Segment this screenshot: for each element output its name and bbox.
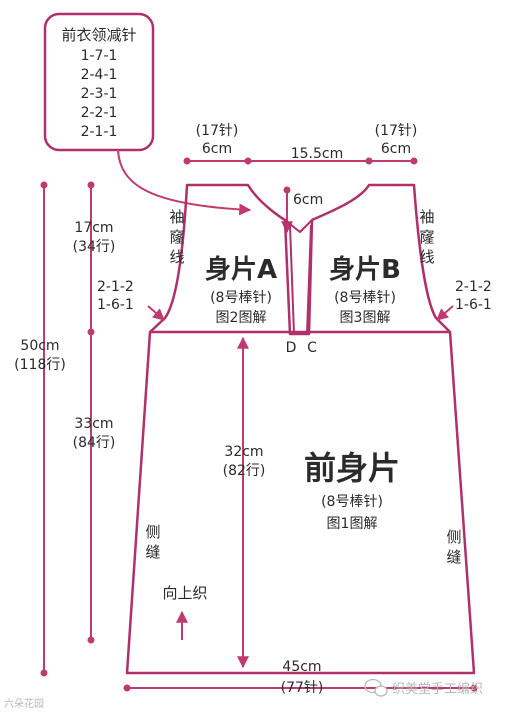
point-d-label: D — [286, 340, 297, 356]
piece-a-needle: (8号棒针) — [210, 290, 272, 306]
neck-decrease-title: 前衣领减针 — [61, 26, 136, 44]
armhole-line-label-left: 袖 — [169, 208, 184, 226]
top-center-width: 15.5cm — [291, 146, 344, 162]
piece-a-title: 身片A — [205, 254, 277, 285]
watermark-left: 六朵花园 — [4, 697, 44, 710]
placket-line — [289, 224, 295, 335]
top-left-width: 6cm — [202, 141, 232, 157]
dimension-dot — [87, 328, 95, 336]
bottom-width-label: 45cm — [282, 659, 321, 675]
neck-decrease-row: 2-1-1 — [81, 124, 118, 140]
total-rows-label: (118行) — [14, 357, 66, 373]
front-body-title: 前身片 — [304, 449, 400, 487]
piece-a-ref: 图2图解 — [216, 310, 267, 326]
armhole-pointer-left — [147, 305, 165, 321]
armhole-decrease-left: 1-6-1 — [97, 297, 134, 313]
dimension-dot — [183, 157, 191, 165]
body-length-label: 33cm — [74, 416, 113, 432]
side-seam-label-left: 侧 — [145, 523, 160, 541]
neck-decrease-row: 2-4-1 — [81, 67, 118, 83]
armhole-line-label-right: 线 — [419, 248, 434, 266]
dimension-dot — [470, 684, 478, 692]
piece-b-ref: 图3图解 — [340, 310, 391, 326]
armhole-decrease-left: 2-1-2 — [97, 279, 134, 295]
armhole-length-label: 17cm — [74, 220, 113, 236]
armhole-line-label-right: 窿 — [419, 228, 434, 246]
garment-outline — [125, 183, 476, 675]
dimension-dot — [244, 157, 252, 165]
point-c-label: C — [307, 340, 317, 356]
front-body-ref: 图1图解 — [327, 516, 378, 532]
wechat-icon — [364, 678, 388, 697]
neck-decrease-row: 2-3-1 — [81, 86, 118, 102]
side-seam-label-right: 缝 — [446, 548, 461, 566]
top-left-stitches: (17针) — [196, 123, 239, 139]
armhole-pointer-right — [436, 305, 454, 321]
front-body-needle: (8号棒针) — [321, 494, 383, 510]
neck-decrease-box — [43, 12, 155, 152]
dimension-dot — [87, 636, 95, 644]
armhole-decrease-right: 1-6-1 — [455, 297, 492, 313]
armhole-line-label-right: 袖 — [419, 208, 434, 226]
neck-decrease-row: 2-2-1 — [81, 105, 118, 121]
inner-length-label: 32cm — [224, 444, 263, 460]
side-seam-label-left: 缝 — [145, 543, 160, 561]
bottom-stitches-label: (77针) — [281, 680, 324, 696]
dimension-dot — [365, 157, 373, 165]
neck-depth-label: 6cm — [293, 192, 323, 208]
knit-direction-label: 向上织 — [162, 584, 207, 602]
piece-b-needle: (8号棒针) — [334, 290, 396, 306]
neck-notch — [284, 219, 313, 234]
top-right-width: 6cm — [381, 141, 411, 157]
body-rows-label: (84行) — [73, 435, 116, 451]
armhole-line-label-left: 窿 — [169, 228, 184, 246]
armhole-decrease-right: 2-1-2 — [455, 279, 492, 295]
watermark-right: 织美堂手工编织 — [392, 682, 483, 697]
placket-line — [306, 224, 312, 335]
dimension-dot — [410, 157, 418, 165]
side-seam-label-right: 侧 — [446, 528, 461, 546]
neck-decrease-row: 1-7-1 — [81, 48, 118, 64]
top-right-stitches: (17针) — [375, 123, 418, 139]
dimension-dot — [40, 669, 48, 677]
inner-rows-label: (82行) — [223, 463, 266, 479]
neck-pointer-arrow — [117, 149, 252, 216]
piece-b-title: 身片B — [329, 254, 401, 285]
armhole-rows-label: (34行) — [73, 239, 116, 255]
armhole-line-label-left: 线 — [169, 248, 184, 266]
total-length-label: 50cm — [20, 338, 59, 354]
